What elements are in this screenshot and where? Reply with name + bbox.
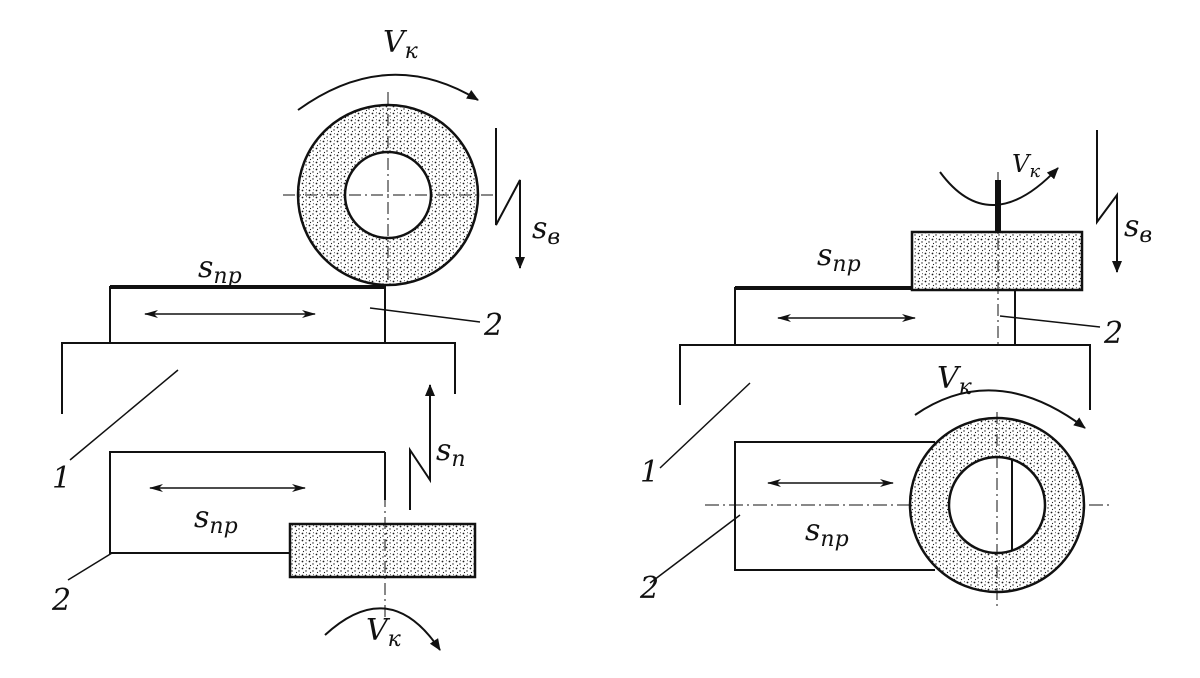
leader-line-part-1-right: [659, 382, 751, 469]
left-labels: Vк sв sпр 2 1 sп sпр 2 Vк: [51, 25, 560, 652]
left-scheme: [61, 73, 525, 651]
rotation-arrow-bottom-right: [914, 389, 1086, 429]
label-part-2-top-right: 2: [1103, 316, 1123, 351]
label-part-2-bottom: 2: [51, 583, 71, 618]
workpiece-bottom-right: [734, 441, 935, 571]
label-sv-right: sв: [1124, 209, 1152, 248]
label-snp-top-right: sпр: [817, 238, 861, 277]
leader-line-part-2-bottom-right: [649, 514, 741, 584]
feed-sn-zigzag: [409, 384, 435, 510]
leader-line-part-2-top: [369, 307, 481, 323]
workpiece-bottom: [109, 451, 385, 554]
label-snp-bottom: sпр: [194, 500, 238, 539]
label-part-2-top: 2: [483, 308, 503, 343]
workpiece-top: [109, 286, 386, 344]
leader-line-part-1: [69, 369, 179, 461]
feed-sv-zigzag-right: [1096, 130, 1122, 273]
label-vk-top: Vк: [383, 25, 419, 64]
right-labels: Vк sв sпр 2 Vк 1 sпр 2: [639, 150, 1152, 606]
leader-line-part-2-top-right: [999, 315, 1101, 328]
grinding-wheel-top-right: [910, 230, 1084, 292]
label-part-1: 1: [52, 461, 71, 496]
grinding-wheel-bottom: [288, 522, 477, 579]
rotation-arrow-top: [297, 73, 479, 111]
feed-sv-zigzag: [495, 128, 525, 269]
label-sn: sп: [436, 433, 466, 472]
label-vk-bottom-right: Vк: [937, 361, 973, 400]
label-sv: sв: [532, 211, 560, 250]
machine-table-outline-right: [679, 344, 1091, 410]
label-snp-bottom-right: sпр: [805, 513, 849, 552]
label-vk-bottom: Vк: [366, 613, 402, 652]
label-vk-top-right: Vк: [1012, 150, 1040, 182]
workpiece-top-right: [734, 287, 1016, 346]
right-scheme: [649, 130, 1122, 610]
leader-line-part-2-bottom: [67, 552, 113, 581]
label-part-2-bottom-right: 2: [639, 571, 659, 606]
rotation-arrow-bottom: [324, 607, 441, 651]
label-snp-top: sпр: [198, 250, 242, 289]
rotation-arrow-top-right: [939, 167, 1059, 206]
machine-table-outline: [61, 342, 456, 414]
label-part-1-right: 1: [640, 455, 659, 490]
